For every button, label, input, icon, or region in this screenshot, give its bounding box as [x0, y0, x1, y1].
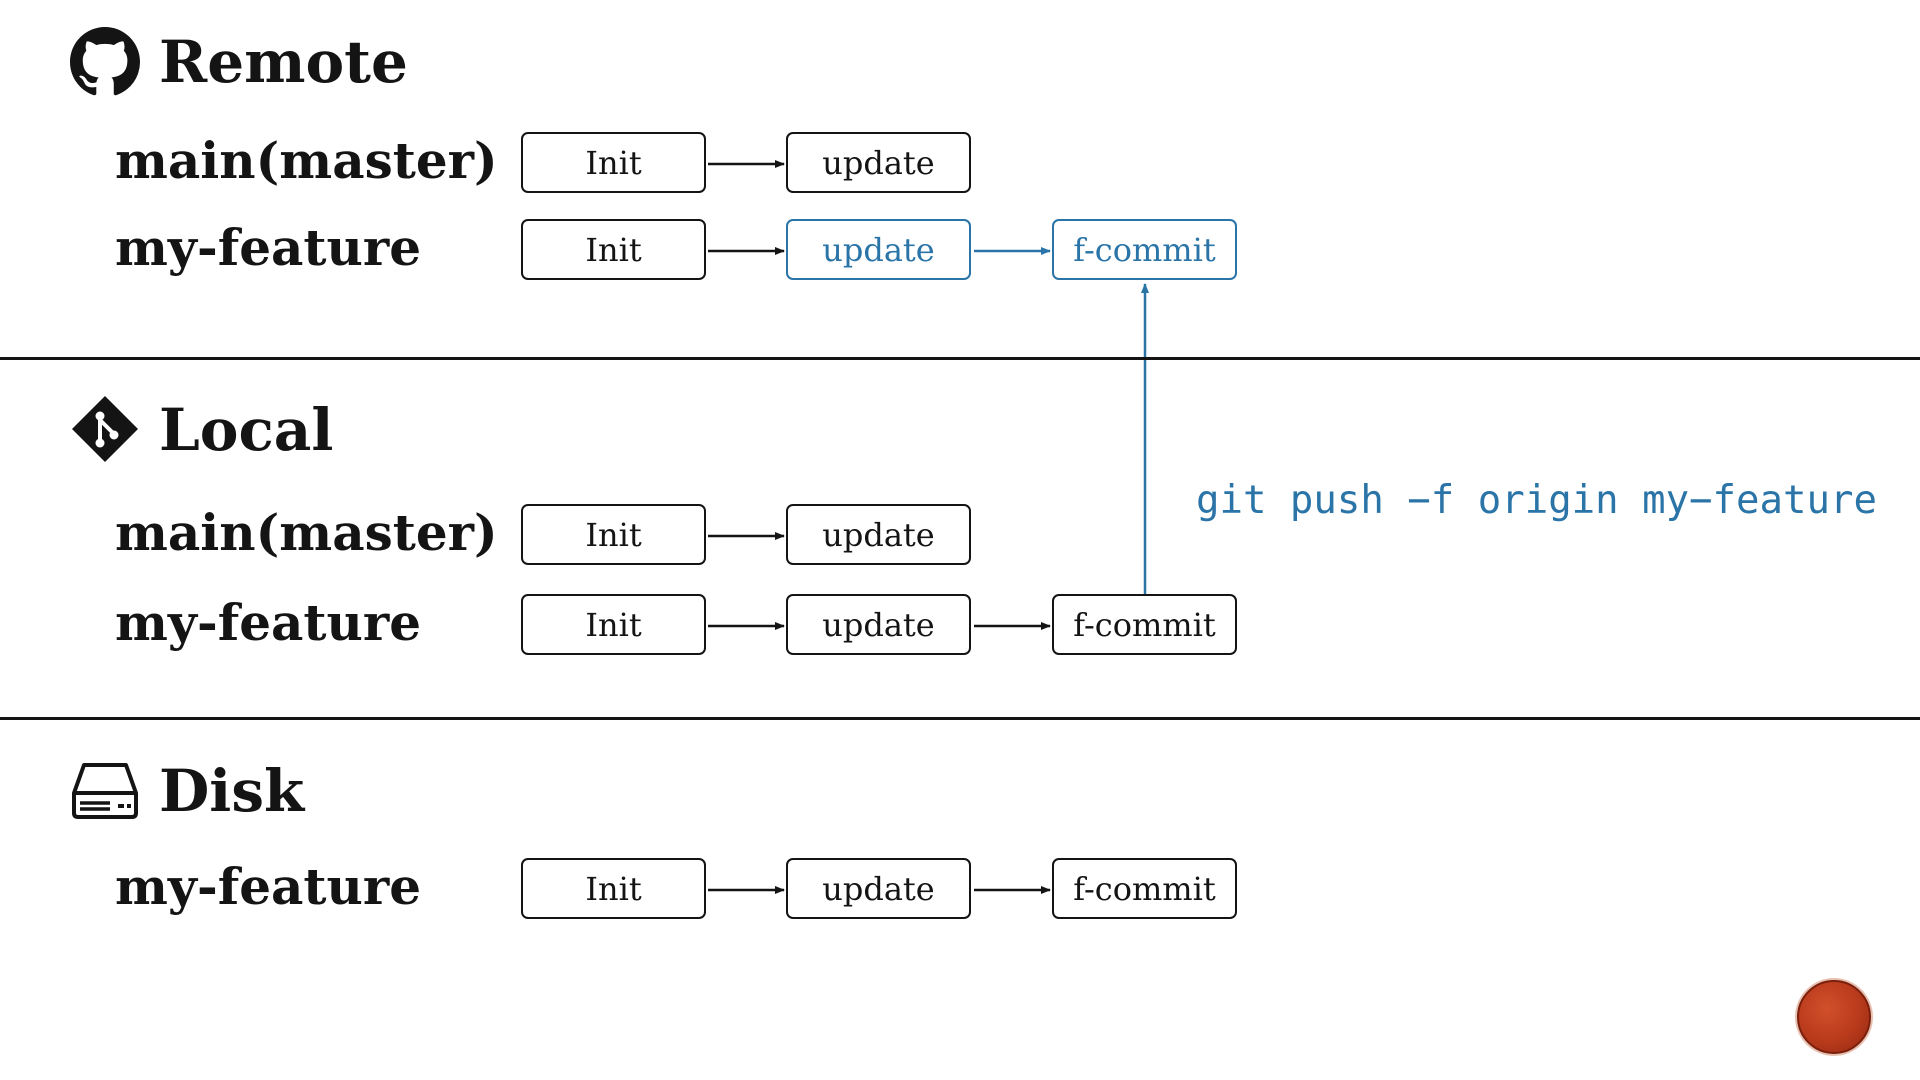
divider-local-disk [0, 717, 1920, 720]
remote-feature-commit-3: f-commit [1052, 219, 1237, 280]
disk-feature-label: my-feature [115, 857, 422, 916]
divider-remote-local [0, 357, 1920, 360]
remote-feature-label: my-feature [115, 218, 422, 277]
disk-feature-commit-1: Init [521, 858, 706, 919]
hard-drive-icon [70, 757, 140, 827]
disk-feature-commit-3: f-commit [1052, 858, 1237, 919]
disk-title: Disk [159, 757, 305, 825]
local-main-commit-2: update [786, 504, 971, 565]
remote-main-commit-1: Init [521, 132, 706, 193]
remote-title: Remote [159, 28, 408, 96]
local-main-commit-1: Init [521, 504, 706, 565]
disk-feature-commit-2: update [786, 858, 971, 919]
remote-feature-commit-1: Init [521, 219, 706, 280]
local-feature-commit-2: update [786, 594, 971, 655]
github-icon [70, 27, 140, 97]
remote-main-commit-2: update [786, 132, 971, 193]
remote-feature-commit-2: update [786, 219, 971, 280]
push-command: git push −f origin my−feature [1196, 478, 1877, 523]
local-feature-commit-3: f-commit [1052, 594, 1237, 655]
remote-main-label: main(master) [115, 131, 498, 190]
next-slide-button[interactable] [1797, 980, 1871, 1054]
git-icon [70, 394, 140, 464]
local-title: Local [159, 396, 334, 464]
local-feature-label: my-feature [115, 593, 422, 652]
local-feature-commit-1: Init [521, 594, 706, 655]
local-main-label: main(master) [115, 503, 498, 562]
